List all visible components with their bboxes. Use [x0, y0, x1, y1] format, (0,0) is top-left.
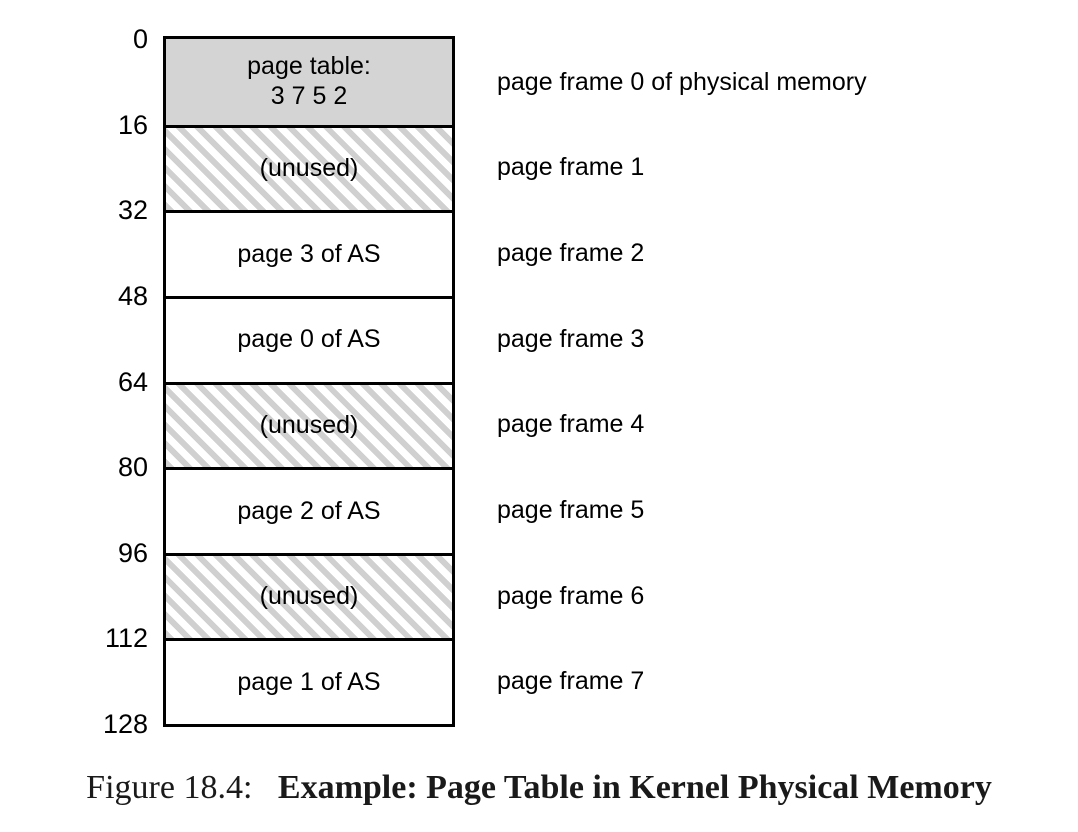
address-tick-112: 112 [104, 623, 148, 654]
address-tick-128: 128 [102, 709, 148, 739]
caption-figure-number: Figure 18.4: [86, 769, 253, 806]
address-axis: 0 16 32 48 64 80 96 112 128 [28, 0, 148, 832]
memory-frame-2: page 3 of AS [166, 210, 452, 296]
memory-frame-0-pte-values: 3 7 5 2 [270, 81, 348, 110]
memory-frame-5: page 2 of AS [166, 467, 452, 553]
frame-legend-5: page frame 5 [497, 495, 645, 524]
frame-legend-1: page frame 1 [497, 153, 645, 182]
frame-legend-0: page frame 0 of physical memory [497, 67, 867, 96]
caption-figure-title: Example: Page Table in Kernel Physical M… [277, 769, 992, 806]
figure-caption: Figure 18.4: Example: Page Table in Kern… [0, 768, 1078, 809]
frame-legend-2: page frame 2 [497, 239, 645, 268]
physical-memory-column: page table:3 7 5 2 (unused) page 3 of AS pa… [163, 36, 455, 727]
memory-frame-0-label: page table: [247, 52, 371, 81]
memory-frame-4-label: (unused) [259, 411, 359, 440]
memory-frame-5-label: page 2 of AS [237, 496, 381, 525]
memory-frame-3: page 0 of AS [166, 295, 452, 382]
memory-frame-1: (unused) [166, 124, 452, 211]
memory-frame-1-label: (unused) [259, 154, 359, 183]
memory-frame-7: page 1 of AS [166, 638, 452, 724]
frame-legend-list: page frame 0 of physical memory page fram… [497, 36, 1057, 727]
address-tick-80: 80 [117, 452, 148, 483]
address-tick-0: 0 [132, 24, 148, 54]
memory-frame-0: page table:3 7 5 2 [166, 39, 452, 125]
address-tick-32: 32 [117, 195, 148, 226]
memory-frame-6: (unused) [166, 552, 452, 639]
frame-legend-7: page frame 7 [497, 667, 645, 696]
frame-legend-4: page frame 4 [497, 410, 645, 439]
address-tick-16: 16 [117, 109, 148, 140]
memory-frame-2-label: page 3 of AS [237, 239, 381, 268]
address-tick-64: 64 [117, 366, 148, 397]
frame-legend-3: page frame 3 [497, 324, 645, 353]
memory-frame-4: (unused) [166, 381, 452, 468]
memory-frame-6-label: (unused) [259, 582, 359, 611]
address-tick-48: 48 [117, 280, 148, 311]
address-tick-96: 96 [117, 537, 148, 568]
frame-legend-6: page frame 6 [497, 581, 645, 610]
memory-frame-3-label: page 0 of AS [237, 325, 381, 354]
memory-frame-7-label: page 1 of AS [237, 667, 381, 696]
